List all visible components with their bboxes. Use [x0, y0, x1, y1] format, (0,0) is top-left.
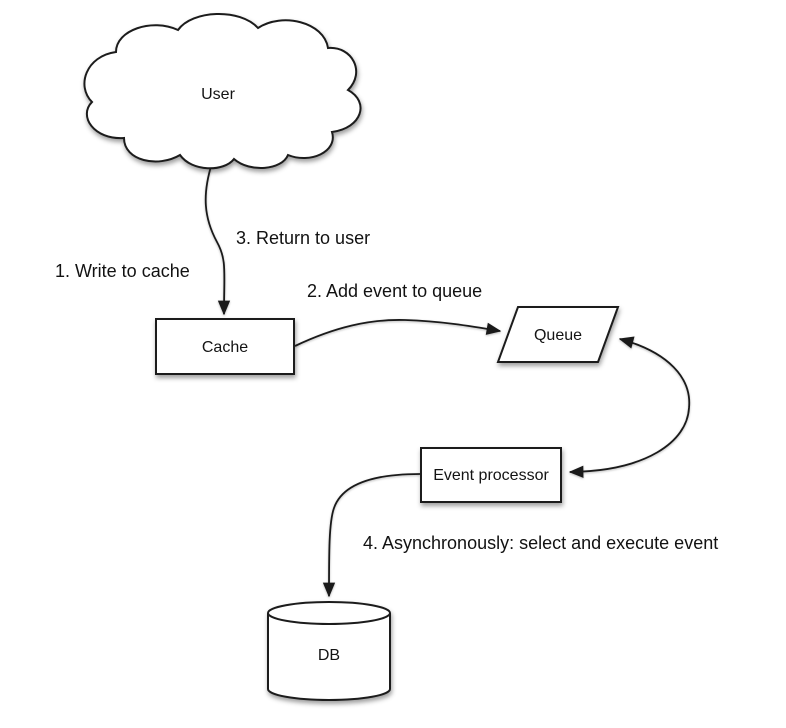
- arrow-queue-to-processor: [570, 407, 690, 472]
- arrow-user-to-cache: [204, 162, 225, 314]
- label-write-to-cache: 1. Write to cache: [55, 261, 190, 281]
- cache-box: [155, 318, 295, 375]
- node-cache: Cache: [155, 318, 295, 375]
- arrow-processor-to-queue: [620, 339, 691, 409]
- cloud-shape: [83, 13, 362, 170]
- node-queue: Queue: [496, 306, 620, 363]
- db-cylinder-body: [267, 601, 391, 701]
- node-db: DB: [267, 601, 391, 701]
- cache-label: Cache: [202, 339, 248, 356]
- node-user: User: [83, 13, 362, 170]
- user-label: User: [201, 86, 235, 103]
- db-label: DB: [318, 647, 340, 664]
- queue-label: Queue: [534, 327, 582, 344]
- label-return-to-user: 3. Return to user: [236, 228, 370, 248]
- label-add-event-to-queue: 2. Add event to queue: [307, 281, 482, 301]
- node-event-processor: Event processor: [420, 447, 562, 503]
- queue-parallelogram: [496, 306, 620, 363]
- nodes-layer: User Cache Queue Event processor DB: [83, 13, 620, 701]
- event-processor-label: Event processor: [433, 467, 549, 484]
- event-processor-box: [420, 447, 562, 503]
- arrow-cache-to-queue: [294, 319, 500, 347]
- edges-layer: [204, 162, 691, 596]
- label-async-execute: 4. Asynchronously: select and execute ev…: [363, 533, 718, 553]
- arrow-processor-to-db: [329, 473, 421, 596]
- edge-labels-layer: 1. Write to cache 3. Return to user 2. A…: [55, 228, 718, 553]
- db-cylinder-top-ellipse: [267, 612, 391, 625]
